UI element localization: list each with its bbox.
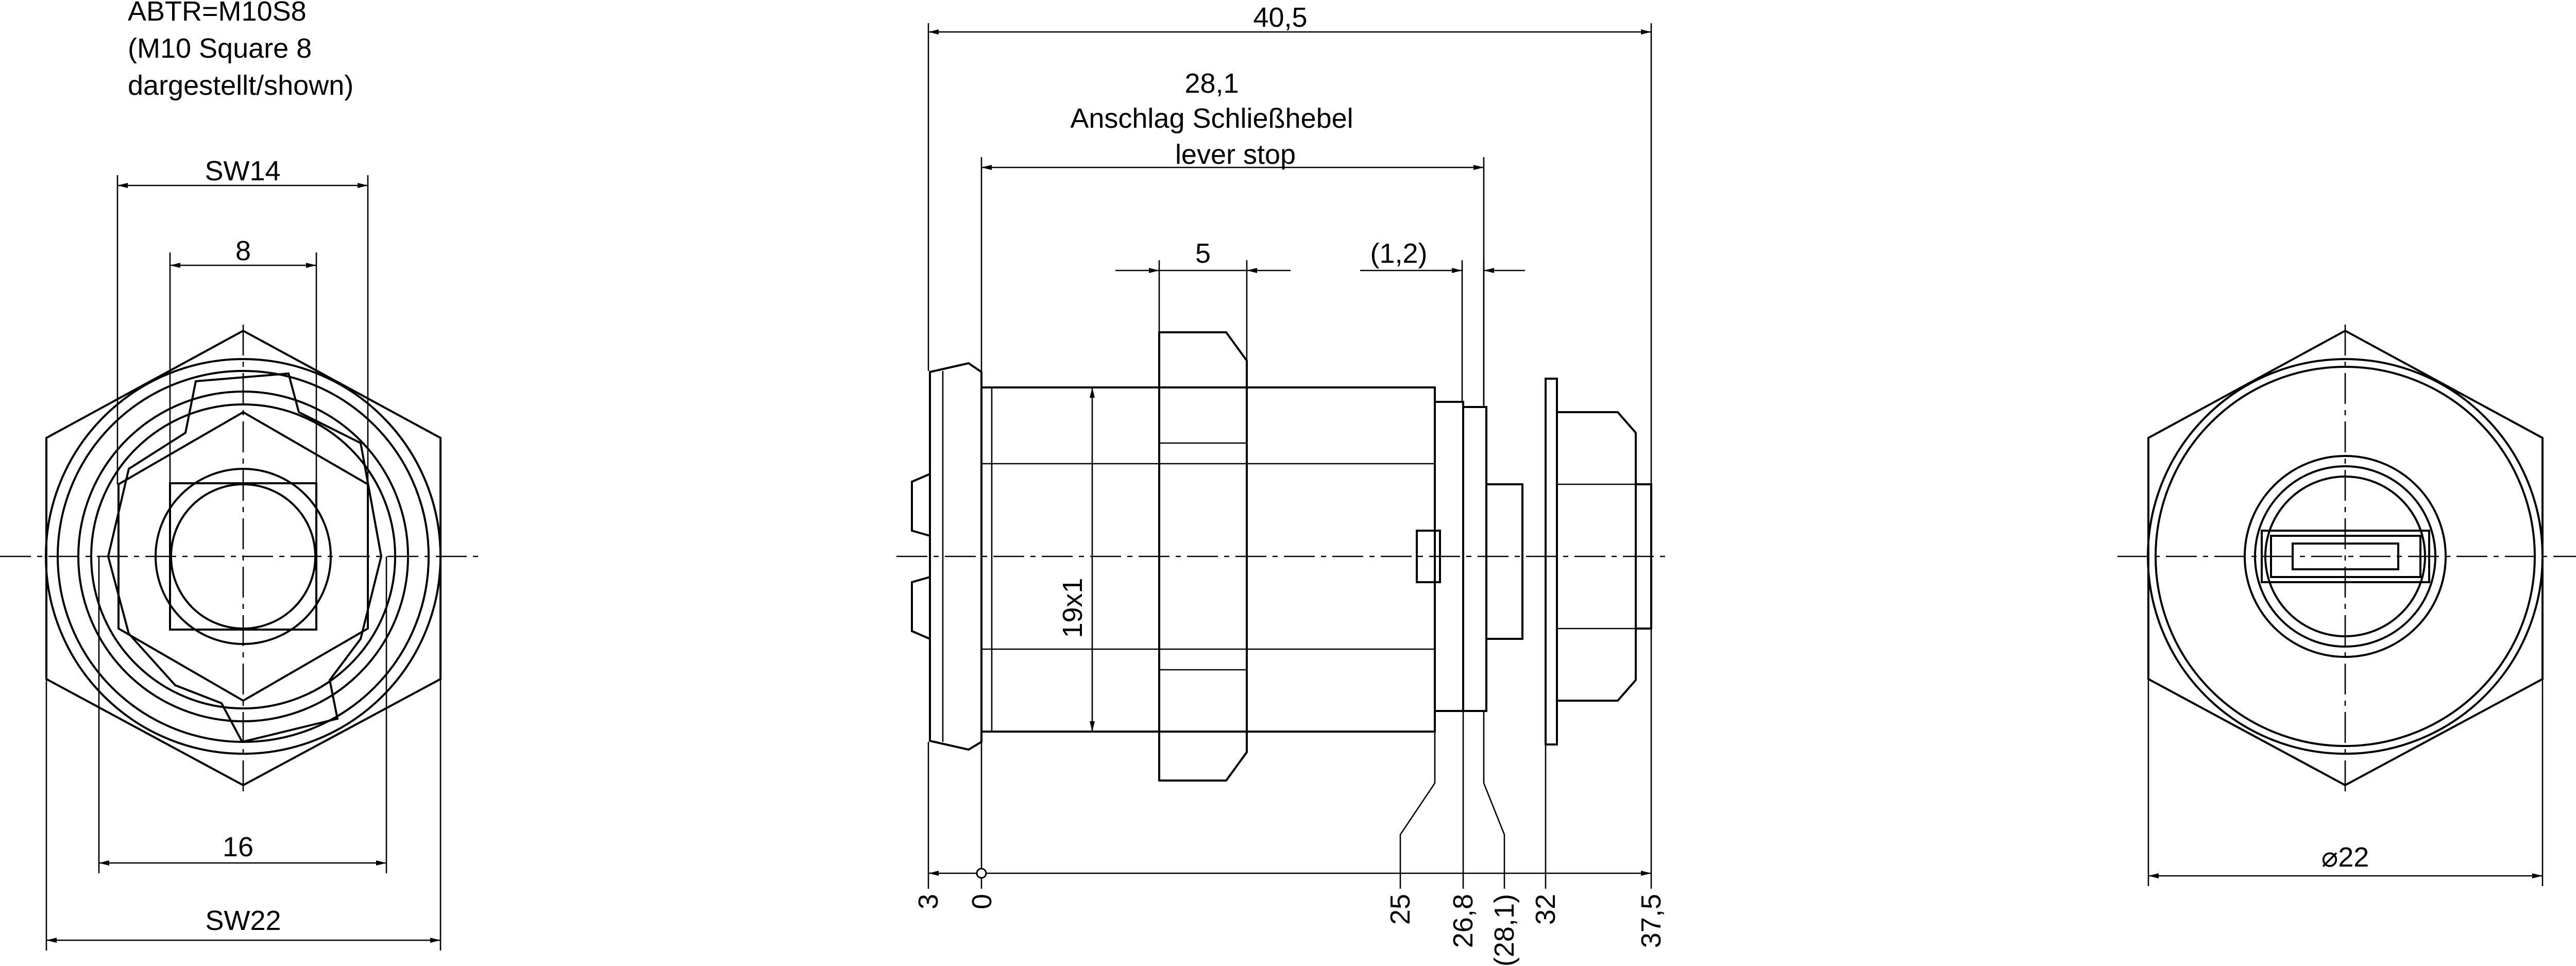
keyway-slot — [2292, 543, 2399, 570]
washer-circle-inner — [90, 403, 396, 709]
dim-thread-19x1: 19x1 — [1057, 578, 1088, 638]
shaft-circle-inner — [170, 483, 316, 630]
dim-sw22: SW22 — [205, 905, 281, 936]
ordinate-28-1: (28,1) — [1489, 894, 1520, 966]
square-shaft — [1485, 483, 1523, 640]
variant-note: ABTR=M10S8 (M10 Square 8 dargestellt/sho… — [128, 0, 353, 101]
dim-16: 16 — [223, 832, 253, 862]
dim-diameter-22: ⌀22 — [2321, 842, 2369, 873]
keyway — [2261, 530, 2430, 583]
cylinder-face — [2244, 455, 2447, 658]
dim-sw14: SW14 — [205, 156, 280, 187]
washer-circle — [77, 391, 409, 722]
dim-lever-label-en: lever stop — [1175, 139, 1296, 170]
front-view: SW14 8 16 SW22 — [0, 156, 484, 951]
rear-circle-2 — [2155, 366, 2536, 747]
note-line-3: dargestellt/shown) — [128, 70, 353, 101]
rear-circle-outer — [2147, 358, 2544, 755]
dim-lever-value: 28,1 — [1184, 68, 1239, 99]
lever-stop-plate — [1462, 406, 1487, 712]
cam-lever-side — [1545, 378, 1558, 745]
plug-circle — [2264, 476, 2426, 637]
key-bump-top — [911, 473, 930, 537]
hex-nut-side — [1158, 331, 1248, 782]
note-line-2: (M10 Square 8 — [128, 33, 312, 64]
ordinate-32: 32 — [1530, 894, 1561, 925]
hex-sw14 — [117, 411, 369, 702]
side-view: 40,5 28,1 Anschlag Schließhebel lever st… — [896, 2, 1669, 966]
cylinder-face-inner — [2254, 465, 2436, 648]
dim-1-2: (1,2) — [1370, 238, 1427, 269]
ordinate-25: 25 — [1385, 894, 1416, 925]
ordinate-37-5: 37,5 — [1636, 894, 1667, 948]
ordinate-0: 0 — [967, 894, 997, 909]
dim-total-40-5: 40,5 — [1253, 2, 1307, 33]
stop-pin — [1416, 530, 1441, 583]
shaft-circle — [155, 468, 332, 645]
ordinate-26-8: 26,8 — [1448, 894, 1479, 948]
key-bump-bottom — [911, 576, 930, 640]
dim-5: 5 — [1195, 238, 1211, 269]
nut-circle-outer — [45, 358, 442, 755]
rear-nut — [1556, 411, 1637, 702]
threaded-body — [980, 386, 1436, 733]
note-line-1: ABTR=M10S8 — [128, 0, 307, 27]
shaft-end — [1635, 483, 1652, 630]
rear-view: ⌀22 — [2117, 325, 2576, 886]
dim-lever-label-de: Anschlag Schließhebel — [1070, 103, 1353, 134]
keyway-inner — [2270, 535, 2421, 578]
dim-8: 8 — [235, 235, 251, 266]
cam-lever — [107, 372, 383, 743]
ordinate-3: 3 — [913, 894, 944, 909]
